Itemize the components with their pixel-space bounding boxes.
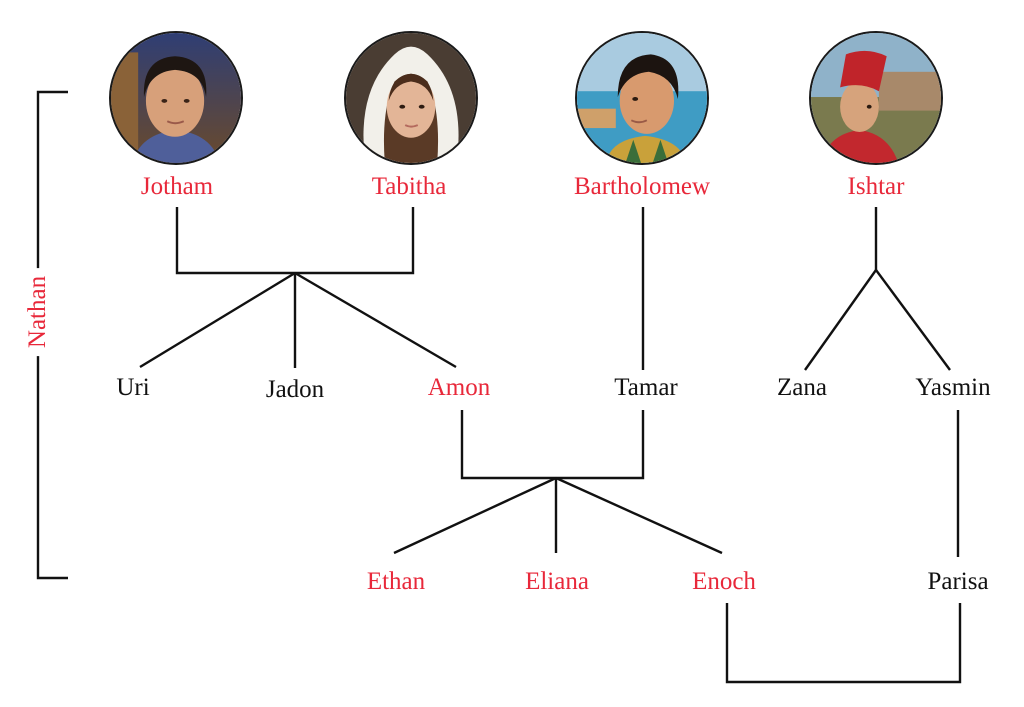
- person-ishtar: Ishtar: [847, 173, 905, 200]
- child-line-amon: [294, 271, 457, 369]
- couple-line-amon-tamar: [460, 410, 645, 480]
- person-enoch: Enoch: [692, 568, 756, 595]
- person-zana: Zana: [777, 374, 827, 401]
- child-line-zana: [804, 269, 877, 371]
- person-jadon: Jadon: [265, 376, 325, 403]
- person-parisa: Parisa: [927, 568, 989, 595]
- child-line-uri: [139, 271, 296, 369]
- person-tamar: Tamar: [614, 374, 678, 401]
- couple-line-jotham-tabitha: [175, 207, 415, 275]
- person-uri: Uri: [116, 374, 150, 401]
- portrait-ishtar: [809, 31, 943, 165]
- person-amon: Amon: [427, 374, 491, 401]
- bracket-label-nathan: Nathan: [23, 267, 53, 357]
- couple-line-enoch-parisa: [725, 603, 962, 684]
- child-line-yasmin: [875, 269, 951, 371]
- child-line-ethan: [393, 476, 557, 555]
- portrait-bartholomew: [575, 31, 709, 165]
- person-bartholomew: Bartholomew: [573, 173, 711, 200]
- child-line-enoch: [555, 476, 723, 555]
- person-jotham: Jotham: [140, 173, 214, 200]
- person-yasmin: Yasmin: [915, 374, 991, 401]
- portrait-jotham: [109, 31, 243, 165]
- person-eliana: Eliana: [525, 568, 589, 595]
- person-ethan: Ethan: [366, 568, 426, 595]
- person-tabitha: Tabitha: [371, 173, 447, 200]
- portrait-tabitha: [344, 31, 478, 165]
